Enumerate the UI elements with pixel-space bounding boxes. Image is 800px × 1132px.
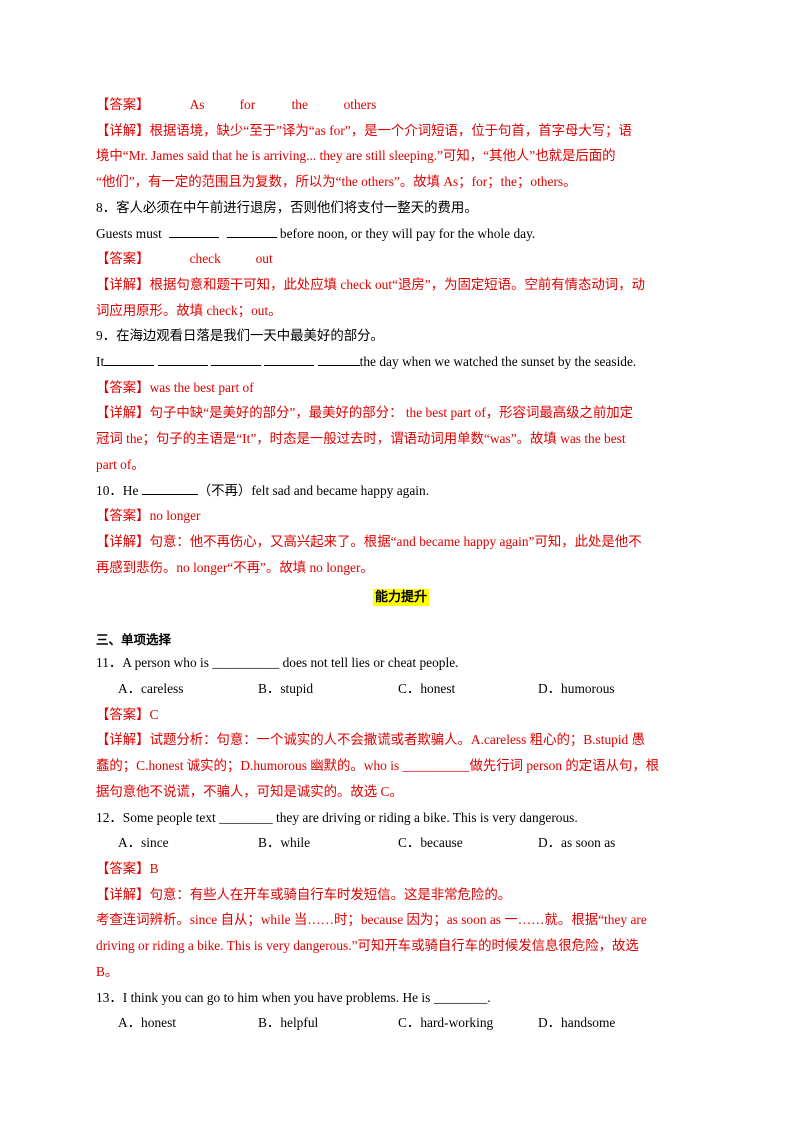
- q11-answer: 【答案】C: [96, 706, 159, 722]
- q12-answer: 【答案】B: [96, 860, 159, 876]
- q10-sentence: 10．He （不再）felt sad and became happy agai…: [96, 478, 706, 504]
- option-a[interactable]: A．honest: [118, 1015, 177, 1031]
- q9-answer: 【答案】was the best part of: [96, 379, 254, 395]
- answer-word: the: [291, 97, 308, 112]
- option-b[interactable]: B．while: [258, 835, 311, 851]
- q10-answer: 【答案】no longer: [96, 508, 201, 524]
- q7-detail-line: “他们”，有一定的范围且为复数，所以为“the others”。故填 As；fo…: [96, 174, 577, 190]
- answer-word: others: [343, 97, 377, 112]
- answer-word: for: [239, 97, 256, 112]
- q7-answer: 【答案】 As for the others: [96, 92, 706, 118]
- q9-detail-line: 【详解】句子中缺“是美好的部分”，最美好的部分： the best part o…: [96, 405, 634, 421]
- answer-label: 【答案】: [96, 860, 150, 876]
- option-b[interactable]: B．helpful: [258, 1015, 319, 1031]
- option-c[interactable]: C．hard-working: [398, 1015, 494, 1031]
- q12-detail-line: 【详解】句意：有些人在开车或骑自行车时发短信。这是非常危险的。: [96, 886, 512, 902]
- q12-detail-line: driving or riding a bike. This is very d…: [96, 938, 639, 954]
- option-b[interactable]: B．stupid: [258, 681, 314, 697]
- section-title: 三、单项选择: [96, 632, 172, 648]
- answer-label: 【答案】: [96, 706, 150, 722]
- fill-blank[interactable]: [157, 351, 208, 367]
- fill-blank[interactable]: [141, 480, 198, 495]
- option-a[interactable]: A．careless: [118, 681, 184, 697]
- q12-options: A．since B．while C．because D．as soon as: [96, 830, 706, 856]
- detail-label: 【详解】: [96, 276, 150, 292]
- q11-detail-line: 蠢的；C.honest 诚实的；D.humorous 幽默的。who is __…: [96, 758, 660, 774]
- answer-label: 【答案】: [96, 508, 150, 524]
- section-heading: 能力提升: [372, 589, 429, 607]
- q8-sentence: Guests must before noon, or they will pa…: [96, 221, 706, 247]
- answer-word: check: [189, 251, 221, 267]
- q11-stem: 11．A person who is __________ does not t…: [96, 655, 459, 671]
- q7-detail-line: 【详解】根据语境，缺少“至于”译为“as for”，是一个介词短语，位于句首，首…: [96, 122, 632, 138]
- option-a[interactable]: A．since: [118, 835, 169, 851]
- fill-blank[interactable]: [264, 351, 315, 367]
- answer-word: As: [189, 97, 205, 112]
- q12-detail-line: B。: [96, 963, 119, 979]
- q9-sentence: It the day when we watched the sunset by…: [96, 349, 706, 375]
- option-d[interactable]: D．humorous: [538, 681, 615, 697]
- fill-blank[interactable]: [317, 351, 360, 367]
- q8-detail-line: 【详解】根据句意和题干可知，此处应填 check out“退房”，为固定短语。空…: [96, 276, 645, 292]
- q9-detail-line: part of。: [96, 456, 145, 472]
- detail-label: 【详解】: [96, 732, 150, 748]
- fill-blank[interactable]: [169, 223, 220, 238]
- detail-label: 【详解】: [96, 533, 150, 549]
- answer-label: 【答案】: [96, 97, 150, 112]
- option-d[interactable]: D．as soon as: [538, 835, 616, 851]
- detail-label: 【详解】: [96, 122, 150, 138]
- q11-detail-line: 【详解】试题分析：句意：一个诚实的人不会撒谎或者欺骗人。A.careless 粗…: [96, 732, 645, 748]
- worksheet-page: 【答案】 As for the others 【详解】根据语境，缺少“至于”译为“as …: [96, 92, 706, 1036]
- fill-blank[interactable]: [210, 351, 261, 367]
- q12-detail-line: 考查连词辨析。since 自从；while 当……时；because 因为；as…: [96, 912, 647, 928]
- q13-stem: 13．I think you can go to him when you ha…: [96, 989, 491, 1005]
- option-c[interactable]: C．because: [398, 835, 463, 851]
- q7-detail-line: 境中“Mr. James said that he is arriving...…: [96, 148, 616, 164]
- q8-answer: 【答案】 check out: [96, 246, 706, 272]
- q12-stem: 12．Some people text ________ they are dr…: [96, 809, 578, 825]
- fill-blank[interactable]: [104, 351, 155, 367]
- q11-options: A．careless B．stupid C．honest D．humorous: [96, 676, 706, 702]
- option-c[interactable]: C．honest: [398, 681, 456, 697]
- q8-detail-line: 词应用原形。故填 check；out。: [96, 302, 282, 318]
- q10-detail-line: 再感到悲伤。no longer“不再”。故填 no longer。: [96, 559, 374, 575]
- q8-prompt-cn: 8．客人必须在中午前进行退房，否则他们将支付一整天的费用。: [96, 199, 478, 215]
- detail-label: 【详解】: [96, 886, 150, 902]
- q9-detail-line: 冠词 the；句子的主语是“It”，时态是一般过去时，谓语动词用单数“was”。…: [96, 431, 626, 447]
- q9-prompt-cn: 9．在海边观看日落是我们一天中最美好的部分。: [96, 328, 384, 344]
- fill-blank[interactable]: [226, 223, 277, 238]
- q11-detail-line: 据句意他不说谎，不骗人，可知是诚实的。故选 C。: [96, 783, 403, 799]
- option-d[interactable]: D．handsome: [538, 1015, 616, 1031]
- answer-word: out: [255, 251, 273, 267]
- detail-label: 【详解】: [96, 405, 150, 421]
- q13-options: A．honest B．helpful C．hard-working D．handsom…: [96, 1010, 706, 1036]
- answer-label: 【答案】: [96, 251, 150, 267]
- q10-detail-line: 【详解】句意：他不再伤心，又高兴起来了。根据“and became happy …: [96, 533, 642, 549]
- answer-label: 【答案】: [96, 379, 150, 395]
